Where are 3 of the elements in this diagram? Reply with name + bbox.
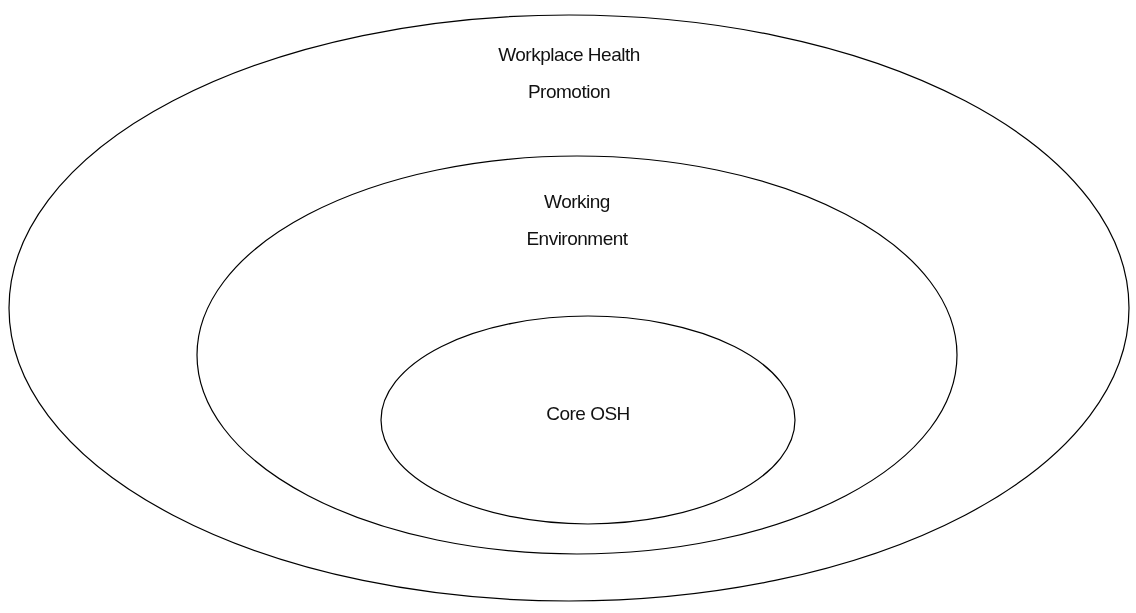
region-label: Core OSH: [545, 402, 631, 426]
region-label: Workplace Health Promotion: [497, 43, 641, 104]
region-label: Working Environment: [525, 190, 629, 251]
